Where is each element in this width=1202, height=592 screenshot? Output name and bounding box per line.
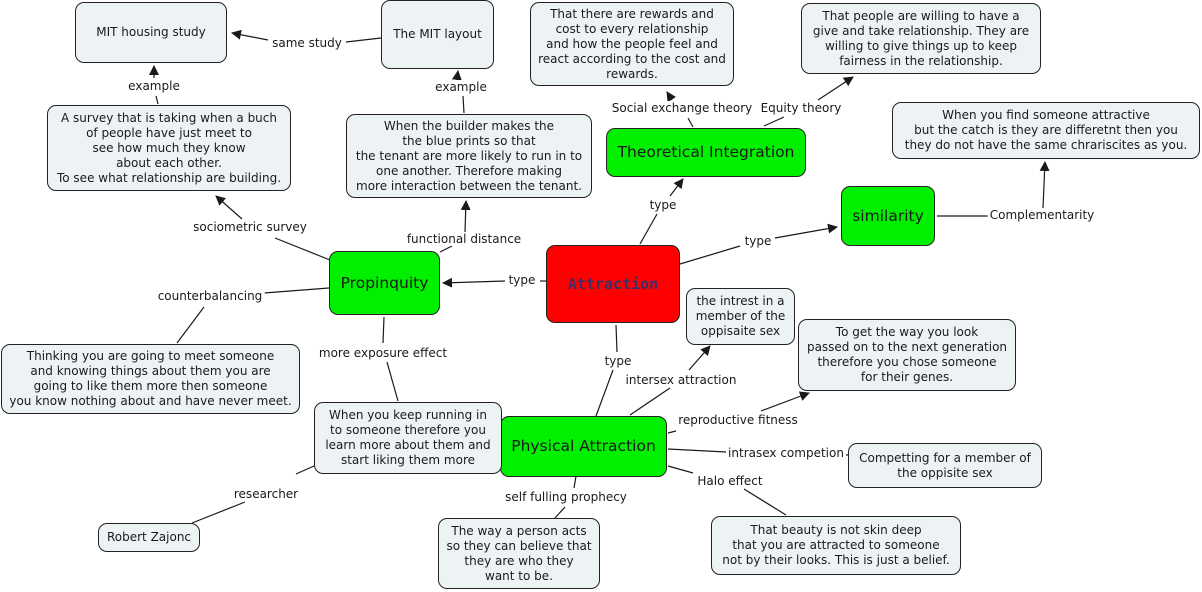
link-researcher-line-2: [191, 501, 246, 524]
label-type-right: type: [742, 234, 774, 248]
node-physical-attraction[interactable]: Physical Attraction: [500, 416, 667, 477]
link-complementarity-arrow: [1039, 161, 1050, 209]
node-similarity[interactable]: similarity: [841, 186, 935, 246]
link-prophecy-line-2: [554, 506, 566, 519]
node-propinquity[interactable]: Propinquity: [329, 251, 440, 315]
label-functional-distance: functional distance: [404, 232, 524, 246]
label-type-down: type: [602, 354, 634, 368]
link-sociometric-line: [274, 237, 331, 261]
label-type-up: type: [647, 198, 679, 212]
link-type-down-line: [615, 324, 618, 353]
node-equity-description[interactable]: That people are willing to have a give a…: [801, 3, 1041, 74]
link-exposure-line-2: [386, 361, 399, 402]
link-type-left-arrow: [442, 277, 506, 288]
link-halo-line-2: [743, 488, 787, 516]
link-exposure-line: [382, 316, 385, 344]
link-type-right-line: [679, 245, 741, 265]
link-reproductive-arrow: [760, 391, 810, 412]
link-intrasex-line: [667, 448, 727, 453]
link-researcher-line: [295, 465, 315, 475]
node-reproductive-description[interactable]: To get the way you look passed on to the…: [798, 319, 1016, 391]
link-functional-arrow: [460, 200, 471, 233]
link-same-study-arrow: [231, 29, 269, 41]
node-intersex-description[interactable]: the intrest in a member of the oppisaite…: [686, 288, 795, 345]
label-counterbalancing: counterbalancing: [155, 289, 265, 303]
node-complementarity-description[interactable]: When you find someone attractive but the…: [892, 102, 1200, 159]
label-researcher: researcher: [231, 487, 301, 501]
link-halo-line: [667, 465, 694, 474]
node-theoretical-integration[interactable]: Theoretical Integration: [606, 128, 806, 177]
link-social-exchange-line: [687, 117, 694, 128]
link-type-down-line-2: [595, 369, 614, 417]
link-social-exchange-arrow: [666, 91, 677, 103]
link-intersex-line: [629, 387, 671, 416]
link-intersex-arrow: [688, 345, 711, 371]
label-self-fulling-prophecy: self fulling prophecy: [503, 490, 629, 504]
link-type-up-arrow: [669, 178, 684, 197]
label-intrasex-competion: intrasex competion: [726, 446, 846, 460]
node-counterbalancing-description[interactable]: Thinking you are going to meet someone a…: [1, 344, 300, 414]
label-halo-effect: Halo effect: [695, 474, 765, 488]
label-example-right: example: [433, 80, 489, 94]
label-intersex-attraction: intersex attraction: [623, 373, 739, 387]
node-attraction[interactable]: Attraction: [546, 245, 680, 323]
node-functional-distance-description[interactable]: When the builder makes the the blue prin…: [346, 114, 592, 198]
link-reproductive-line: [667, 430, 677, 434]
node-prophecy-description[interactable]: The way a person acts so they can believ…: [438, 518, 600, 589]
link-counterbalancing-line-2: [176, 306, 205, 344]
link-equity-arrow: [817, 76, 854, 101]
node-mit-layout[interactable]: The MIT layout: [381, 0, 494, 69]
link-type-up-line: [639, 213, 658, 245]
link-equity-line: [763, 116, 785, 127]
link-type-right-arrow: [774, 223, 838, 239]
link-sociometric-arrow: [215, 195, 243, 220]
label-more-exposure-effect: more exposure effect: [316, 346, 450, 360]
label-social-exchange-theory: Social exchange theory: [609, 101, 755, 115]
link-prophecy-line: [573, 475, 577, 489]
label-same-study: same study: [270, 36, 344, 50]
node-social-exchange-description[interactable]: That there are rewards and cost to every…: [530, 2, 734, 86]
link-functional-line: [439, 245, 453, 253]
label-reproductive-fitness: reproductive fitness: [676, 413, 800, 427]
node-mit-housing-study[interactable]: MIT housing study: [75, 2, 227, 63]
node-exposure-description[interactable]: When you keep running in to someone ther…: [314, 402, 502, 474]
node-halo-description[interactable]: That beauty is not skin deep that you ar…: [711, 516, 961, 575]
link-example-left-line: [155, 95, 159, 105]
label-sociometric-survey: sociometric survey: [191, 220, 309, 234]
link-same-study-line: [345, 37, 382, 43]
label-example-left: example: [126, 79, 182, 93]
node-intrasex-description[interactable]: Competting for a member of the oppisite …: [848, 443, 1042, 488]
link-example-right-line: [462, 95, 465, 114]
link-counterbalancing-line: [263, 287, 330, 294]
label-complementarity: Complementarity: [987, 208, 1097, 222]
link-example-right-arrow: [451, 70, 462, 81]
label-equity-theory: Equity theory: [758, 101, 844, 115]
node-sociometric-description[interactable]: A survey that is taking when a buch of p…: [47, 105, 291, 191]
node-robert-zajonc[interactable]: Robert Zajonc: [98, 523, 200, 552]
label-type-left: type: [506, 273, 538, 287]
